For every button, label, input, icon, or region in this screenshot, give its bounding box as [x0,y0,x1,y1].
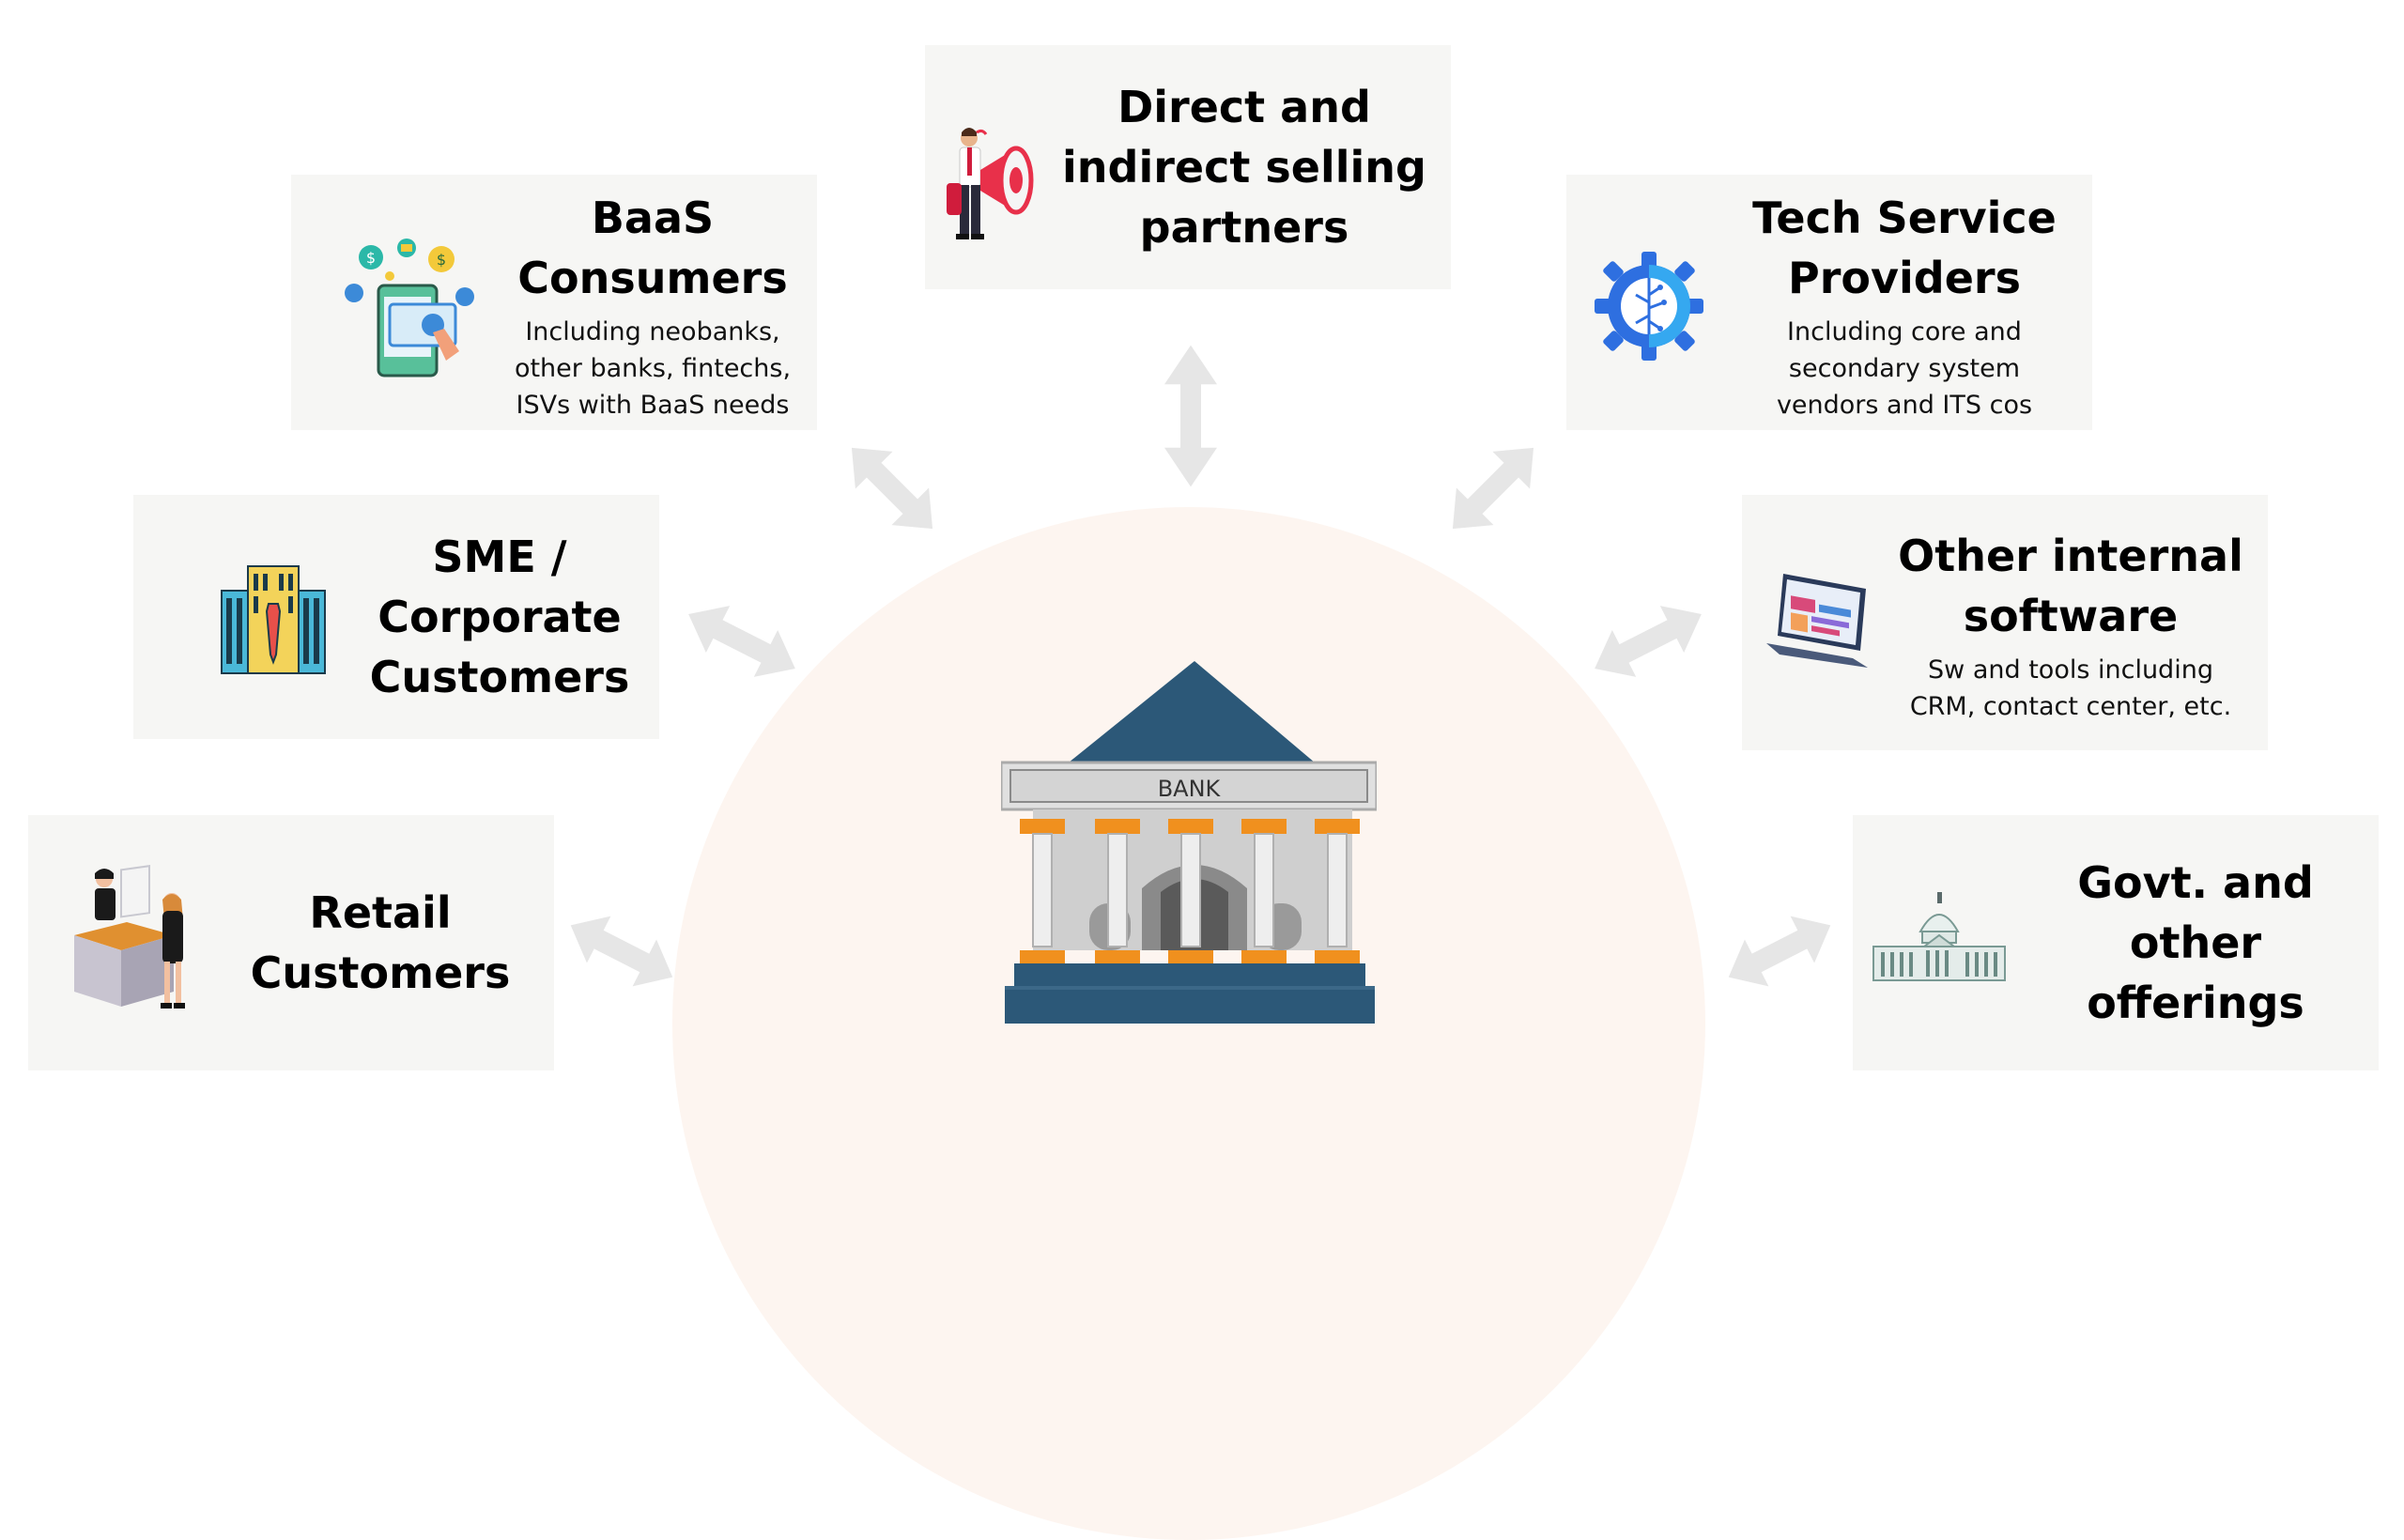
node-retail: Retail Customers [28,815,554,1070]
retail-counter-icon [70,864,202,1014]
bank-building-icon [999,657,1379,1028]
svg-text:$: $ [366,249,376,267]
megaphone-person-icon [939,125,1042,247]
arrow-tech-service [1434,429,1552,547]
node-internal-software: Other internal software Sw and tools inc… [1742,495,2268,750]
svg-text:$: $ [437,251,446,269]
node-title: Govt. and other offerings [2077,857,2314,1028]
node-title: Retail Customers [250,887,511,998]
arrow-baas [833,429,951,547]
node-title: SME / Corporate Customers [369,531,630,702]
node-direct-selling: Direct and indirect selling partners [925,45,1451,289]
mobile-banking-icon: $ $ [343,239,484,379]
arrow-internal-software [1582,591,1714,692]
node-title: Direct and indirect selling partners [1062,82,1426,253]
node-baas: $ $ BaaS Consumers Including neobanks, o… [291,175,817,430]
node-title: Other internal software [1898,531,2243,641]
ecosystem-diagram: Direct and indirect selling partners $ $… [28,45,2379,1540]
arrow-govt [1717,901,1842,1001]
node-title: BaaS Consumers [517,192,788,303]
node-subtitle: Including neobanks, other banks, fintech… [514,316,792,420]
tech-gear-icon [1593,250,1705,362]
node-govt: Govt. and other offerings [1853,815,2379,1070]
laptop-dashboard-icon [1763,568,1871,671]
arrow-retail [559,901,685,1001]
capitol-building-icon [1872,890,2008,984]
node-tech-service: Tech Service Providers Including core an… [1566,175,2092,430]
node-subtitle: Including core and secondary system vend… [1776,316,2033,420]
arrow-direct-selling [1164,345,1217,487]
arrow-sme [676,591,808,692]
corporate-building-icon [220,564,328,675]
bank-label: BANK [1157,776,1221,802]
node-title: Tech Service Providers [1752,192,2057,303]
node-subtitle: Sw and tools including CRM, contact cent… [1909,655,2232,721]
node-sme: SME / Corporate Customers [133,495,659,739]
